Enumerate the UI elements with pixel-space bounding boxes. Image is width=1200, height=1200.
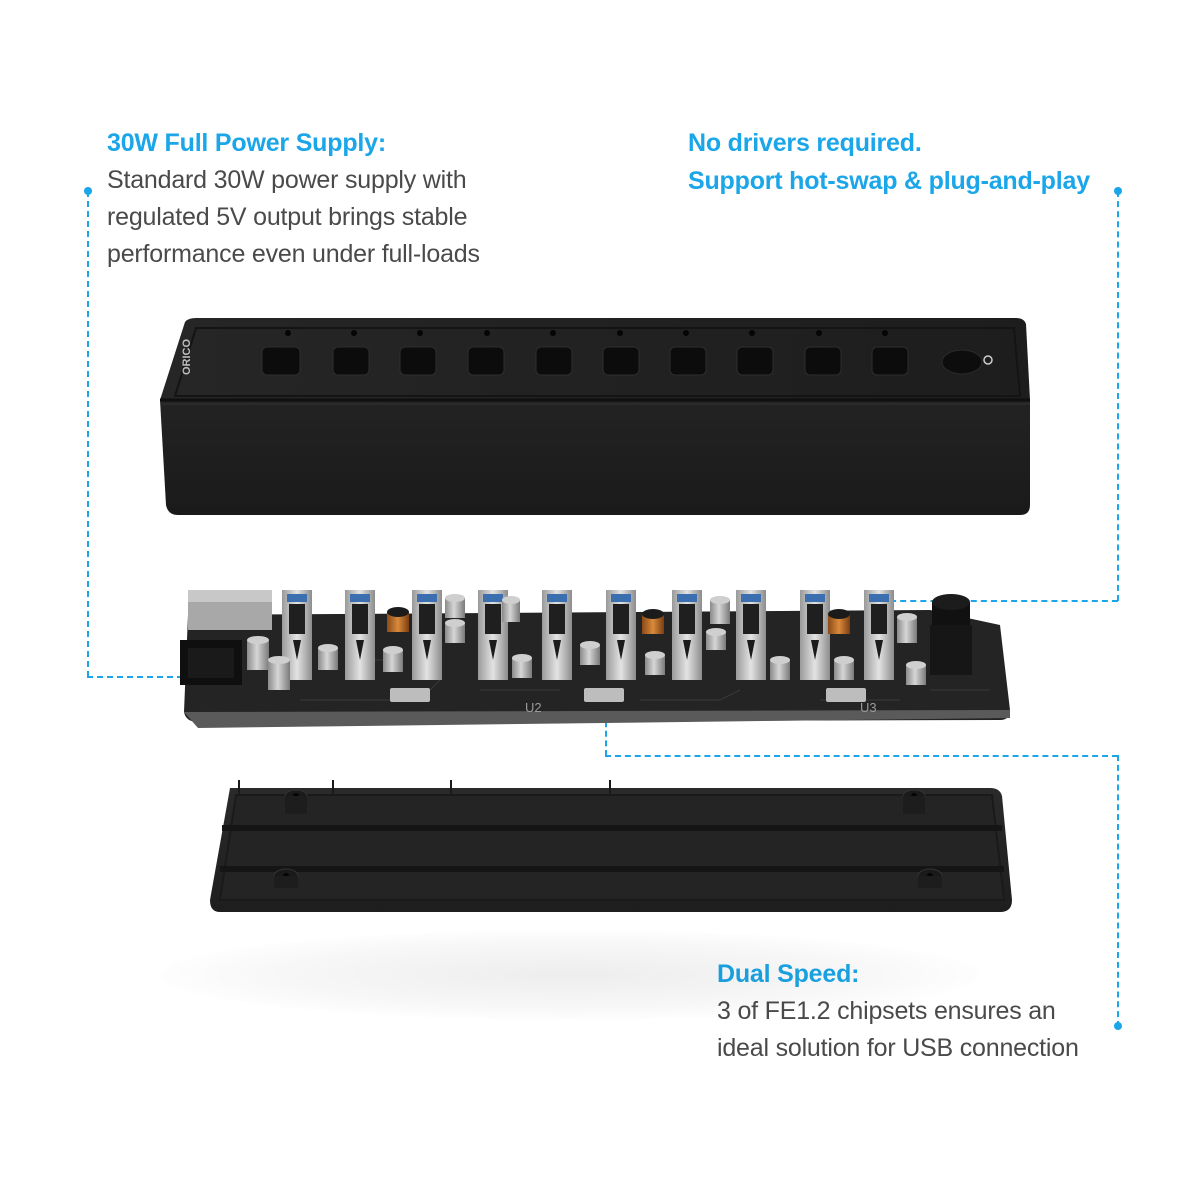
pcb-usb-port — [542, 590, 572, 680]
callout-line: performance even under full-loads — [107, 240, 480, 268]
leader-dot — [1114, 1022, 1122, 1030]
dc-power-jack — [180, 640, 242, 685]
pcb-usb-ports — [282, 590, 894, 680]
callout-title: Dual Speed: — [717, 955, 1079, 993]
hub-top-cover: ORICO — [160, 318, 1030, 515]
pcb-usb-port — [864, 590, 894, 680]
orico-logo: ORICO — [181, 339, 193, 376]
leader-line-power-vertical — [87, 191, 89, 677]
pcb-usb-port — [345, 590, 375, 680]
silkscreen-u3: U3 — [860, 700, 877, 715]
screw-post — [273, 868, 299, 888]
top-usb-ports — [261, 330, 909, 376]
callout-line: Standard 30W power supply with — [107, 166, 467, 194]
pcb-usb-port — [800, 590, 830, 680]
pcb-usb-port — [478, 590, 508, 680]
callout-line: ideal solution for USB connection — [717, 1034, 1079, 1062]
callout-title: No drivers required. — [688, 129, 922, 157]
callout-title: Support hot-swap & plug-and-play — [688, 167, 1090, 195]
hub-chipset — [390, 688, 866, 702]
svg-text:ORICO: ORICO — [181, 339, 193, 376]
pcb-usb-port — [736, 590, 766, 680]
leader-line-speed-vertical-2 — [1117, 755, 1119, 1027]
screw-post — [902, 789, 926, 814]
leader-line-power-horizontal — [87, 676, 233, 678]
usb-port-2 — [332, 330, 370, 376]
circuit-board: U2 U3 — [180, 590, 1010, 728]
usb-port-7 — [669, 330, 707, 376]
pcb-usb-port — [412, 590, 442, 680]
floor-shadow — [160, 930, 980, 1020]
screw-post — [284, 789, 308, 814]
screw-post — [917, 868, 943, 888]
usb-port-9 — [804, 330, 842, 376]
silkscreen-u2: U2 — [525, 700, 542, 715]
leader-line-drivers-vertical — [1117, 191, 1119, 601]
usb-port-1 — [261, 330, 301, 376]
pcb-power-switch — [930, 594, 972, 675]
usb-port-5 — [535, 330, 573, 376]
callout-title: 30W Full Power Supply: — [107, 129, 386, 157]
usb-port-8 — [736, 330, 774, 376]
callout-line: 3 of FE1.2 chipsets ensures an — [717, 997, 1056, 1025]
leader-line-speed-horizontal — [605, 755, 1118, 757]
inductors — [387, 607, 850, 634]
pcb-usb-port — [672, 590, 702, 680]
pcb-usb-port — [606, 590, 636, 680]
usb-port-10 — [871, 330, 909, 376]
callout-dual-speed: Dual Speed: 3 of FE1.2 chipsets ensures … — [717, 955, 1079, 1067]
callout-power-supply: 30W Full Power Supply: Standard 30W powe… — [107, 124, 480, 273]
usb-port-3 — [399, 330, 437, 376]
hub-bottom-plate — [210, 780, 1012, 912]
leader-line-speed-vertical — [605, 702, 607, 756]
capacitors — [247, 594, 926, 690]
power-button-icon — [941, 349, 993, 375]
leader-line-drivers-horizontal — [880, 600, 1118, 602]
usb-port-4 — [467, 330, 505, 376]
callout-no-drivers: No drivers required. Support hot-swap & … — [688, 124, 1090, 200]
usb-port-6 — [602, 330, 640, 376]
callout-line: regulated 5V output brings stable — [107, 203, 468, 231]
